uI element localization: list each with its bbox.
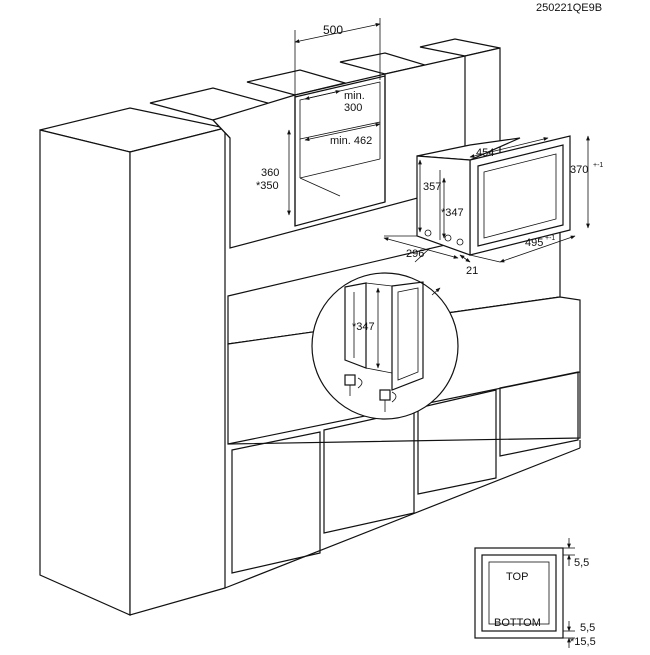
dim-oven-height: 370 +-1 <box>570 135 603 229</box>
dim-360-label: 360 <box>261 167 279 179</box>
dim-296-label: 296 <box>406 248 424 260</box>
dim-347-label: *347 <box>441 207 464 219</box>
dim-min462-label: min. 462 <box>330 135 372 147</box>
dim-niche-height: 360 *350 <box>256 129 291 216</box>
dim-21-label: 21 <box>466 265 478 277</box>
dim-bracket-height: *347 <box>441 177 464 239</box>
inset-bottom-label: BOTTOM <box>494 617 541 629</box>
profile-inset: TOP BOTTOM 5,5 5,5 *15,5 <box>474 538 596 648</box>
dim-min-300: min. 300 <box>304 90 365 114</box>
dim-495-label: 495 <box>525 237 543 249</box>
inset-gap-bottom-alt: *15,5 <box>570 636 596 648</box>
inset-gap-top: 5,5 <box>574 557 589 569</box>
dim-niche-width: 500 <box>294 18 381 97</box>
inset-top-label: TOP <box>506 571 528 583</box>
detail-zoom: *347 <box>311 272 459 420</box>
dim-depth-296: 296 <box>383 235 459 260</box>
dim-min300-label-b: 300 <box>344 102 362 114</box>
tall-cabinet <box>39 107 226 616</box>
dim-min-depth: min. 462 <box>304 123 381 147</box>
dim-357-label: 357 <box>423 181 441 193</box>
detail-347-label: *347 <box>352 321 375 333</box>
dim-370-label: 370 <box>570 164 588 176</box>
dim-frame-width: 495 +-1 <box>469 235 576 263</box>
dim-depth-21: 21 <box>459 254 478 277</box>
dim-min300-label-a: min. <box>344 90 365 102</box>
dim-350-label: *350 <box>256 180 279 192</box>
dim-370-tol: +-1 <box>593 162 603 169</box>
dim-500-label: 500 <box>323 23 343 37</box>
dim-454-label: 454 <box>476 147 494 159</box>
dim-495-tol: +-1 <box>545 235 555 242</box>
document-code: 250221QE9B <box>536 2 602 14</box>
dim-oven-width: 454 <box>469 137 549 159</box>
inset-gap-bottom: 5,5 <box>580 622 595 634</box>
dim-frame-height: 357 <box>418 159 441 233</box>
niche-opening <box>294 75 386 227</box>
